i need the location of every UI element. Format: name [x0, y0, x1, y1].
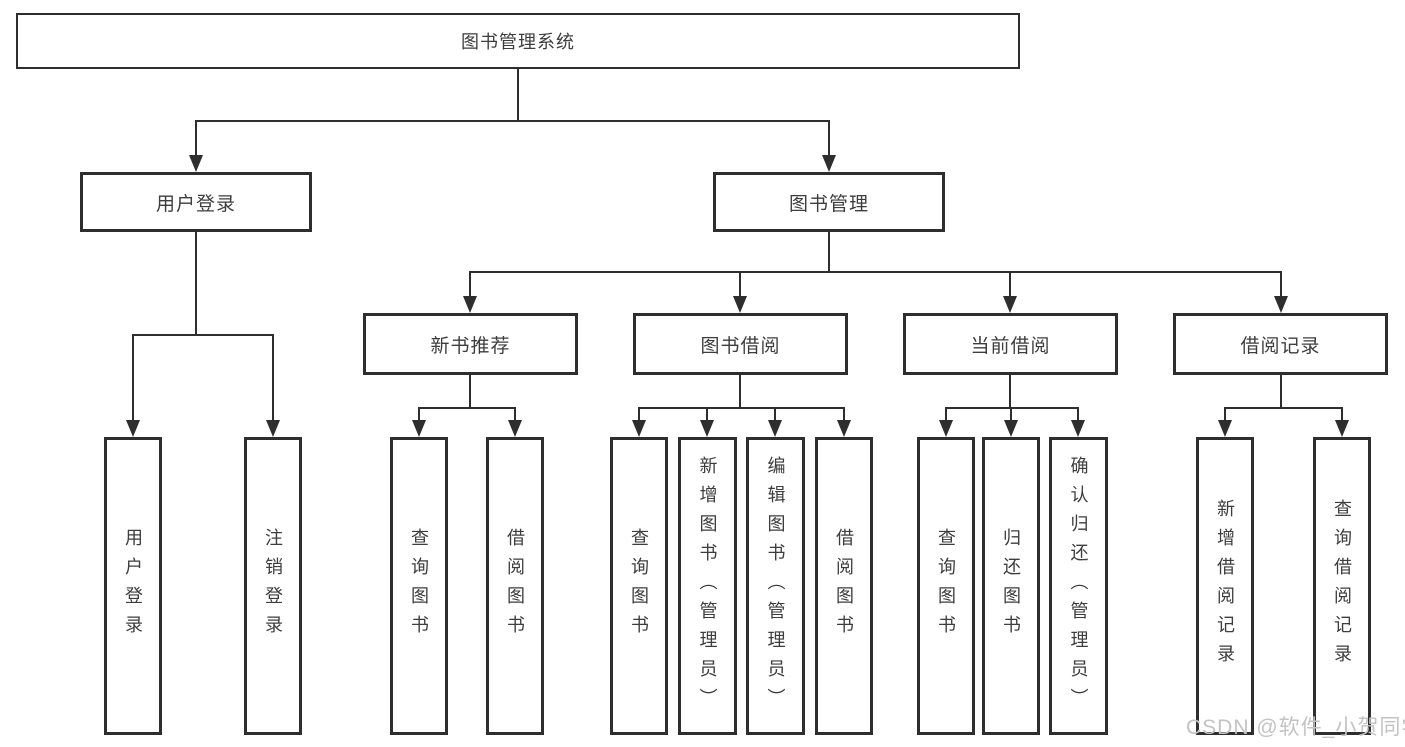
- arrow-down-icon: [412, 420, 426, 437]
- leaf-query-books-recommend: 查询图书: [390, 437, 448, 735]
- connector-line: [132, 334, 274, 336]
- node-label: 图书管理系统: [461, 32, 575, 52]
- connector-line: [638, 407, 845, 409]
- connector-line: [514, 407, 516, 423]
- arrow-down-icon: [1274, 296, 1288, 313]
- node-user-login: 用户登录: [80, 172, 312, 232]
- arrow-down-icon: [508, 420, 522, 437]
- arrow-down-icon: [768, 420, 782, 437]
- connector-line: [739, 375, 741, 409]
- connector-line: [1280, 271, 1282, 301]
- connector-line: [945, 407, 947, 423]
- connector-line: [828, 120, 830, 158]
- connector-line: [418, 407, 420, 423]
- connector-line: [1009, 271, 1011, 301]
- arrow-down-icon: [126, 420, 140, 437]
- connector-line: [828, 232, 830, 273]
- connector-line: [469, 271, 1282, 273]
- node-label: 图书管理: [788, 193, 869, 215]
- leaf-edit-books-admin: 编辑图书（管理员）: [746, 437, 805, 735]
- connector-line: [945, 407, 1079, 409]
- connector-line: [1224, 407, 1343, 409]
- arrow-down-icon: [822, 155, 836, 172]
- node-new-book-recommendation: 新书推荐: [363, 313, 578, 375]
- arrow-down-icon: [1004, 420, 1018, 437]
- arrow-down-icon: [266, 420, 280, 437]
- node-book-borrowing: 图书借阅: [633, 313, 848, 375]
- leaf-borrow-books-borrowing: 借阅图书: [815, 437, 873, 735]
- node-label: 图书借阅: [700, 335, 781, 357]
- arrow-down-icon: [1003, 296, 1017, 313]
- leaf-add-borrow-record: 新增借阅记录: [1196, 437, 1254, 735]
- connector-line: [469, 375, 471, 409]
- connector-line: [1280, 375, 1282, 409]
- arrow-down-icon: [632, 420, 646, 437]
- leaf-query-borrow-record: 查询借阅记录: [1313, 437, 1371, 735]
- connector-line: [739, 271, 741, 301]
- node-label: 当前借阅: [970, 335, 1051, 357]
- connector-line: [272, 334, 274, 423]
- node-book-management: 图书管理: [713, 172, 945, 232]
- connector-line: [1341, 407, 1343, 423]
- node-current-borrowing: 当前借阅: [903, 313, 1118, 375]
- node-label: 借阅记录: [1240, 335, 1321, 357]
- arrow-down-icon: [837, 420, 851, 437]
- node-library-management-system: 图书管理系统: [16, 13, 1020, 69]
- connector-line: [132, 334, 134, 423]
- arrow-down-icon: [1218, 420, 1232, 437]
- csdn-watermark: CSDN @软件_小贺同学: [1186, 716, 1405, 739]
- leaf-add-books-admin: 新增图书（管理员）: [678, 437, 737, 735]
- arrow-down-icon: [700, 420, 714, 437]
- connector-line: [638, 407, 640, 423]
- node-label: 新书推荐: [430, 335, 511, 357]
- connector-line: [517, 68, 519, 122]
- arrow-down-icon: [733, 296, 747, 313]
- connector-line: [418, 407, 516, 409]
- connector-line: [1224, 407, 1226, 423]
- connector-line: [843, 407, 845, 423]
- leaf-query-books-borrowing: 查询图书: [610, 437, 668, 735]
- connector-line: [195, 120, 830, 122]
- node-borrowing-records: 借阅记录: [1173, 313, 1388, 375]
- leaf-borrow-books-recommend: 借阅图书: [486, 437, 544, 735]
- leaf-return-books: 归还图书: [982, 437, 1040, 735]
- connector-line: [469, 271, 471, 301]
- arrow-down-icon: [463, 296, 477, 313]
- connector-line: [195, 120, 197, 158]
- arrow-down-icon: [1071, 420, 1085, 437]
- connector-line: [195, 232, 197, 336]
- arrow-down-icon: [1335, 420, 1349, 437]
- arrow-down-icon: [939, 420, 953, 437]
- connector-line: [1009, 375, 1011, 409]
- node-label: 用户登录: [155, 193, 236, 215]
- connector-line: [1077, 407, 1079, 423]
- connector-line: [706, 407, 708, 423]
- connector-line: [1010, 407, 1012, 423]
- arrow-down-icon: [189, 155, 203, 172]
- leaf-query-books-current: 查询图书: [917, 437, 975, 735]
- connector-line: [774, 407, 776, 423]
- leaf-confirm-return-admin: 确认归还（管理员）: [1049, 437, 1108, 735]
- leaf-logout: 注销登录: [244, 437, 302, 735]
- leaf-user-login: 用户登录: [104, 437, 162, 735]
